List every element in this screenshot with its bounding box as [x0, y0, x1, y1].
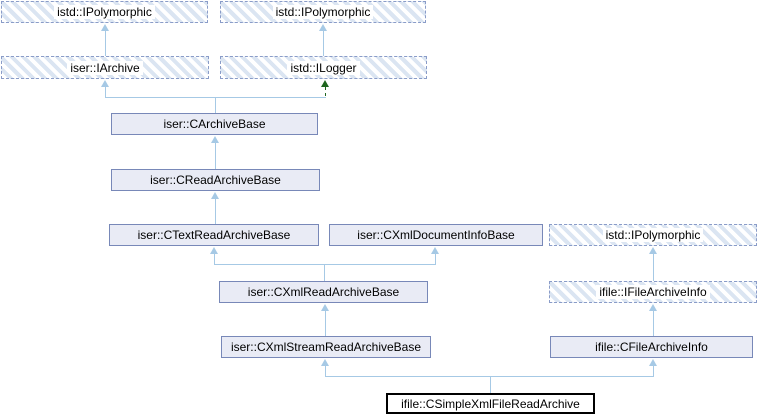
class-node-label: iser::IArchive: [67, 60, 143, 75]
inheritance-arrowhead: [649, 247, 657, 254]
protected-inheritance-edge-line: [325, 87, 326, 97]
inheritance-edge-line: [325, 365, 326, 376]
inheritance-edge-line: [105, 30, 106, 56]
class-node-ifile-ifilearchiveinfo: ifile::IFileArchiveInfo: [549, 281, 757, 303]
class-node-label: iser::CArchiveBase: [163, 117, 266, 131]
inheritance-arrowhead: [210, 247, 218, 254]
inheritance-arrowhead: [321, 304, 329, 311]
inheritance-arrowhead: [431, 247, 439, 254]
class-node-label: istd::IPolymorphic: [272, 5, 374, 19]
inheritance-edge-line: [435, 253, 436, 264]
inheritance-edge-line: [653, 310, 654, 336]
inheritance-edge-line: [105, 86, 106, 97]
inheritance-edge-line: [214, 253, 215, 264]
inheritance-edge-line: [214, 264, 436, 265]
class-node-label: iser::CXmlStreamReadArchiveBase: [230, 340, 422, 354]
inheritance-arrowhead: [101, 24, 109, 31]
class-node-label: ifile::CFileArchiveInfo: [595, 340, 708, 354]
class-node-istd-ipolymorphic-top-right: istd::IPolymorphic: [220, 1, 426, 23]
class-node-iser-ctextreadarchivebase[interactable]: iser::CTextReadArchiveBase: [109, 224, 319, 246]
class-node-istd-ipolymorphic-right: istd::IPolymorphic: [549, 224, 757, 246]
inheritance-edge-line: [325, 376, 654, 377]
inheritance-arrowhead: [211, 192, 219, 199]
class-node-label: istd::IPolymorphic: [602, 228, 704, 242]
inheritance-arrowhead: [211, 136, 219, 143]
inheritance-edge-line: [215, 97, 216, 113]
inheritance-arrowhead: [321, 359, 329, 366]
class-node-label: iser::CReadArchiveBase: [150, 173, 281, 187]
class-node-iser-creadarchivebase[interactable]: iser::CReadArchiveBase: [111, 169, 320, 191]
inheritance-edge-line: [215, 142, 216, 169]
class-node-istd-ipolymorphic-top-left: istd::IPolymorphic: [1, 1, 208, 23]
inheritance-edge-line: [653, 365, 654, 376]
class-node-label: istd::IPolymorphic: [54, 5, 155, 19]
protected-inheritance-arrowhead: [321, 80, 329, 87]
inheritance-edge-line: [490, 376, 491, 393]
class-node-iser-iarchive: iser::IArchive: [1, 56, 209, 79]
inheritance-arrowhead: [319, 24, 327, 31]
inheritance-edge-line: [653, 253, 654, 281]
inheritance-arrowhead: [649, 359, 657, 366]
inheritance-arrowhead: [101, 80, 109, 87]
inheritance-edge-line: [325, 310, 326, 336]
class-node-label: ifile::IFileArchiveInfo: [596, 285, 710, 299]
inheritance-edge-line: [215, 198, 216, 224]
class-node-iser-carchivebase[interactable]: iser::CArchiveBase: [111, 113, 318, 135]
inheritance-arrowhead: [649, 304, 657, 311]
inheritance-edge-line: [323, 30, 324, 56]
class-node-label: iser::CXmlDocumentInfoBase: [357, 228, 515, 242]
class-node-iser-cxmlreadarchivebase[interactable]: iser::CXmlReadArchiveBase: [219, 281, 428, 303]
class-node-label: ifile::CSimpleXmlFileReadArchive: [401, 396, 580, 411]
class-node-ifile-cfilearchiveinfo[interactable]: ifile::CFileArchiveInfo: [550, 336, 753, 358]
class-node-label: iser::CXmlReadArchiveBase: [247, 285, 400, 299]
class-node-iser-cxmlstreamreadarchivebase[interactable]: iser::CXmlStreamReadArchiveBase: [221, 336, 431, 358]
class-node-label: iser::CTextReadArchiveBase: [137, 228, 291, 242]
class-node-iser-cxmldocumentinfobase[interactable]: iser::CXmlDocumentInfoBase: [329, 224, 543, 246]
class-node-istd-ilogger: istd::ILogger: [220, 56, 427, 79]
class-node-ifile-csimplexmlfilereadarchive: ifile::CSimpleXmlFileReadArchive: [386, 393, 595, 414]
class-node-label: istd::ILogger: [287, 60, 360, 75]
inheritance-edge-line: [324, 264, 325, 281]
